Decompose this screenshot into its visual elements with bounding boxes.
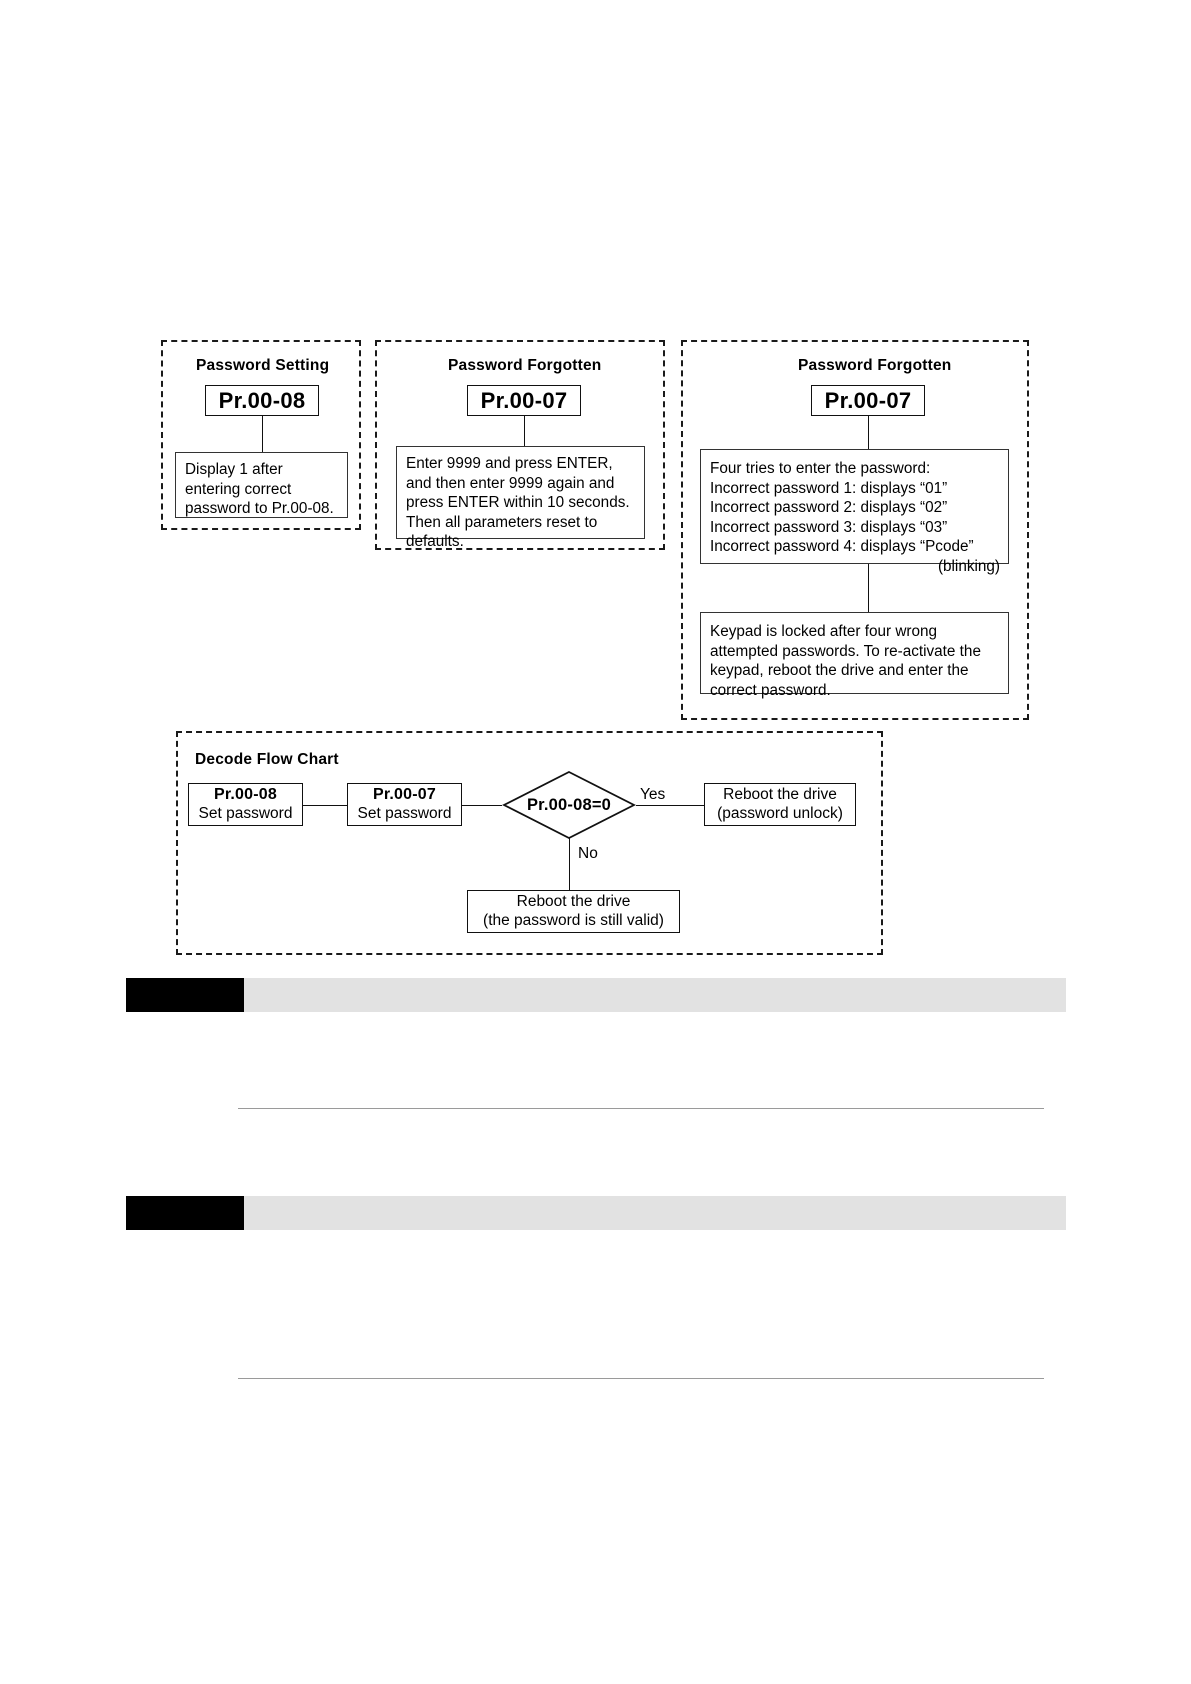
keypad-locked-text: Keypad is locked after four wrong attemp… [710, 623, 981, 699]
flow-no-label: No [578, 845, 598, 862]
panel-2-title: Password Forgotten [448, 357, 602, 374]
panel-1-connector [262, 416, 263, 452]
section-bar-2 [126, 1196, 1066, 1230]
panel-3-keypad-locked-box: Keypad is locked after four wrong attemp… [700, 612, 1009, 699]
flow-yes-label: Yes [640, 786, 666, 803]
flow-no-box-line1: Reboot the drive [516, 892, 631, 910]
panel-1-text-box: Display 1 after entering correct passwor… [175, 452, 348, 518]
flow-step-1-code: Pr.00-08 [214, 786, 277, 804]
flowchart-title: Decode Flow Chart [195, 751, 339, 768]
panel-3-connector-top [868, 416, 869, 449]
section-bar-1 [126, 978, 1066, 1012]
flow-no-box: Reboot the drive (the password is still … [467, 890, 680, 933]
flow-connector-2-decision [462, 805, 502, 806]
panel-1-title: Password Setting [196, 357, 330, 374]
flow-step-2-code: Pr.00-07 [373, 786, 436, 804]
panel-3-connector-bottom [868, 564, 869, 612]
flow-no-box-line2: (the password is still valid) [483, 911, 664, 929]
divider-rule-1 [238, 1108, 1044, 1109]
flow-step-1-action: Set password [198, 804, 293, 822]
tries-blinking-note: (blinking) [937, 557, 1000, 575]
panel-3-title: Password Forgotten [798, 357, 952, 374]
flow-decision-diamond: Pr.00-08=0 [502, 770, 636, 840]
panel-decode-flow-chart [176, 731, 883, 955]
divider-rule-2 [238, 1378, 1044, 1379]
panel-password-forgotten-lockout [681, 340, 1029, 720]
panel-password-setting [161, 340, 361, 530]
panel-2-param-box: Pr.00-07 [467, 385, 581, 416]
panel-1-param-box: Pr.00-08 [205, 385, 319, 416]
tries-line-3: Incorrect password 3: displays “03” [710, 518, 948, 536]
panel-2-connector [524, 416, 525, 446]
section-bar-2-marker [126, 1196, 244, 1230]
tries-line-4: Incorrect password 4: displays “Pcode” [710, 538, 974, 556]
tries-line-1: Incorrect password 1: displays “01” [710, 479, 948, 497]
flow-yes-box-line2: (password unlock) [717, 804, 843, 822]
tries-line-2: Incorrect password 2: displays “02” [710, 499, 948, 517]
flow-yes-box-line1: Reboot the drive [723, 785, 837, 803]
panel-2-text-box: Enter 9999 and press ENTER, and then ent… [396, 446, 645, 550]
panel-2-text: Enter 9999 and press ENTER, and then ent… [406, 455, 630, 551]
flow-yes-connector [636, 805, 704, 806]
flow-step-2-action: Set password [357, 804, 452, 822]
flow-yes-box: Reboot the drive (password unlock) [704, 783, 856, 826]
section-bar-1-marker [126, 978, 244, 1012]
flow-no-connector [569, 838, 570, 890]
tries-line-0: Four tries to enter the password: [710, 460, 931, 477]
panel-password-forgotten-reset [375, 340, 665, 550]
flow-connector-1-2 [303, 805, 347, 806]
flow-step-1: Pr.00-08 Set password [188, 783, 303, 826]
panel-3-tries-box: Four tries to enter the password: Incorr… [700, 449, 1009, 575]
section-bar-2-body [244, 1196, 1066, 1230]
panel-3-param-box: Pr.00-07 [811, 385, 925, 416]
section-bar-1-body [244, 978, 1066, 1012]
flow-step-2: Pr.00-07 Set password [347, 783, 462, 826]
